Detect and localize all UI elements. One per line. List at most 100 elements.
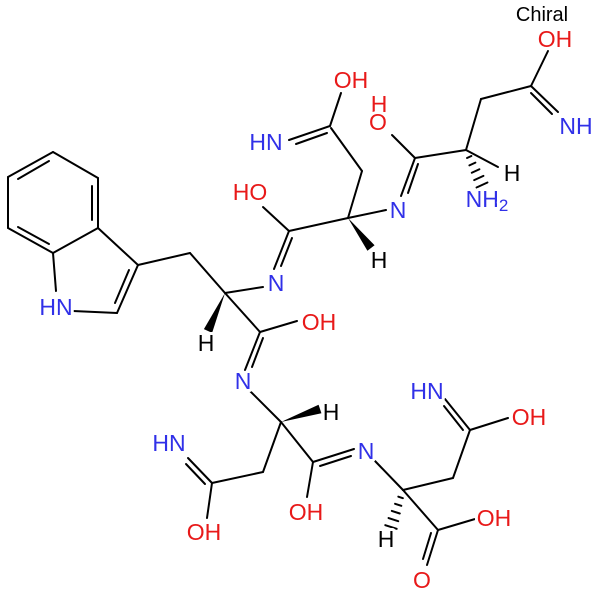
atom-label-ho: HO <box>233 179 268 205</box>
atom-label-h: H <box>323 399 340 425</box>
bond-line <box>347 209 387 219</box>
atom-label-h: H <box>371 91 388 117</box>
bond-line <box>465 98 482 151</box>
bond-line <box>530 50 549 87</box>
atom-label-layer: ChiralOHNHNH2HOHHNHONHHONOHHHNNHHNOHOHNH… <box>36 1 595 596</box>
bond-line <box>469 417 509 431</box>
bond-line <box>259 320 298 333</box>
bond-line <box>426 529 439 566</box>
bond-line <box>280 237 293 267</box>
bond-line <box>17 160 50 180</box>
bond-line <box>443 405 464 431</box>
atom-label-oh: OH <box>477 505 512 531</box>
atom-label-hn: HN <box>39 294 72 320</box>
atom-label-n: N <box>235 368 252 394</box>
hash-bond <box>384 495 404 530</box>
bond-line <box>251 337 264 368</box>
bond-line <box>137 252 191 266</box>
atom-label-hn: HN <box>410 378 443 404</box>
atom-label-nh: NH <box>559 113 592 139</box>
bond-line <box>402 489 439 531</box>
bond-line <box>288 125 331 141</box>
bond-line <box>273 230 290 270</box>
bond-line <box>400 157 416 197</box>
atom-label-n: N <box>390 197 407 223</box>
bond-line <box>306 461 314 498</box>
atom-label-h: H <box>504 160 521 186</box>
wedge-bond <box>348 218 375 251</box>
atom-label-n: N <box>358 438 375 464</box>
bond-line <box>72 310 118 314</box>
wedge-bond <box>281 404 322 422</box>
bond-line <box>187 457 213 484</box>
bond-line <box>374 460 404 491</box>
bond-line <box>189 252 226 294</box>
wedge-bond <box>203 293 225 333</box>
hash-tick <box>475 181 489 189</box>
bond-line <box>114 269 130 304</box>
bond-line <box>185 463 206 485</box>
bond-layer <box>7 50 559 566</box>
bond-line <box>244 331 261 371</box>
atom-label-n: N <box>268 270 285 296</box>
atom-label-o: O <box>369 109 387 135</box>
bond-line <box>329 92 342 127</box>
atom-label-h: H <box>371 247 388 273</box>
hash-bond <box>466 155 489 189</box>
bond-line <box>52 252 57 292</box>
hash-tick <box>384 524 398 530</box>
atom-label-oh: OH <box>289 499 324 525</box>
hash-tick <box>468 161 477 167</box>
bond-line <box>437 518 476 531</box>
atom-label-h: H <box>378 526 395 552</box>
bond-line <box>465 149 499 168</box>
bond-line <box>262 421 282 473</box>
atom-label-oh: OH <box>538 26 573 52</box>
bond-line <box>211 471 264 484</box>
bond-line <box>312 448 355 463</box>
bond-line <box>530 92 553 115</box>
bond-line <box>407 163 419 194</box>
bond-line <box>330 127 363 172</box>
bond-line <box>402 477 454 491</box>
bond-line <box>319 455 352 467</box>
atom-label-oh: OH <box>512 404 547 430</box>
bond-line <box>224 292 261 333</box>
bond-line <box>414 149 467 159</box>
hash-tick <box>394 502 403 507</box>
atom-label-hn: HN <box>152 430 185 456</box>
atom-label-oh: OH <box>302 309 337 335</box>
hash-tick <box>466 155 473 159</box>
hash-tick <box>390 509 401 515</box>
bond-line <box>422 532 432 560</box>
bond-line <box>347 170 363 219</box>
hash-tick <box>473 174 485 182</box>
bond-line <box>262 206 290 232</box>
bond-line <box>452 429 471 479</box>
atom-label-oh: OH <box>187 519 222 545</box>
hash-tick <box>470 168 481 174</box>
bond-line <box>97 227 139 266</box>
hash-tick <box>397 495 404 500</box>
atom-label-nh2: NH2 <box>466 186 509 215</box>
hash-tick <box>387 517 400 523</box>
bond-line <box>224 286 264 294</box>
bond-line <box>52 151 99 179</box>
bond-line <box>530 85 559 113</box>
bond-line <box>288 217 349 232</box>
atom-label-chiral: Chiral <box>516 4 568 26</box>
bond-line <box>116 264 139 314</box>
bond-line <box>248 389 282 423</box>
bond-line <box>52 227 99 254</box>
atom-label-h: H <box>198 330 215 356</box>
bond-line <box>444 398 471 431</box>
bond-line <box>7 227 54 254</box>
bond-line <box>480 85 532 100</box>
bond-line <box>391 134 416 159</box>
bond-line <box>280 421 314 463</box>
bond-line <box>206 482 213 519</box>
bond-line <box>17 226 50 245</box>
subscript: 2 <box>499 196 508 215</box>
